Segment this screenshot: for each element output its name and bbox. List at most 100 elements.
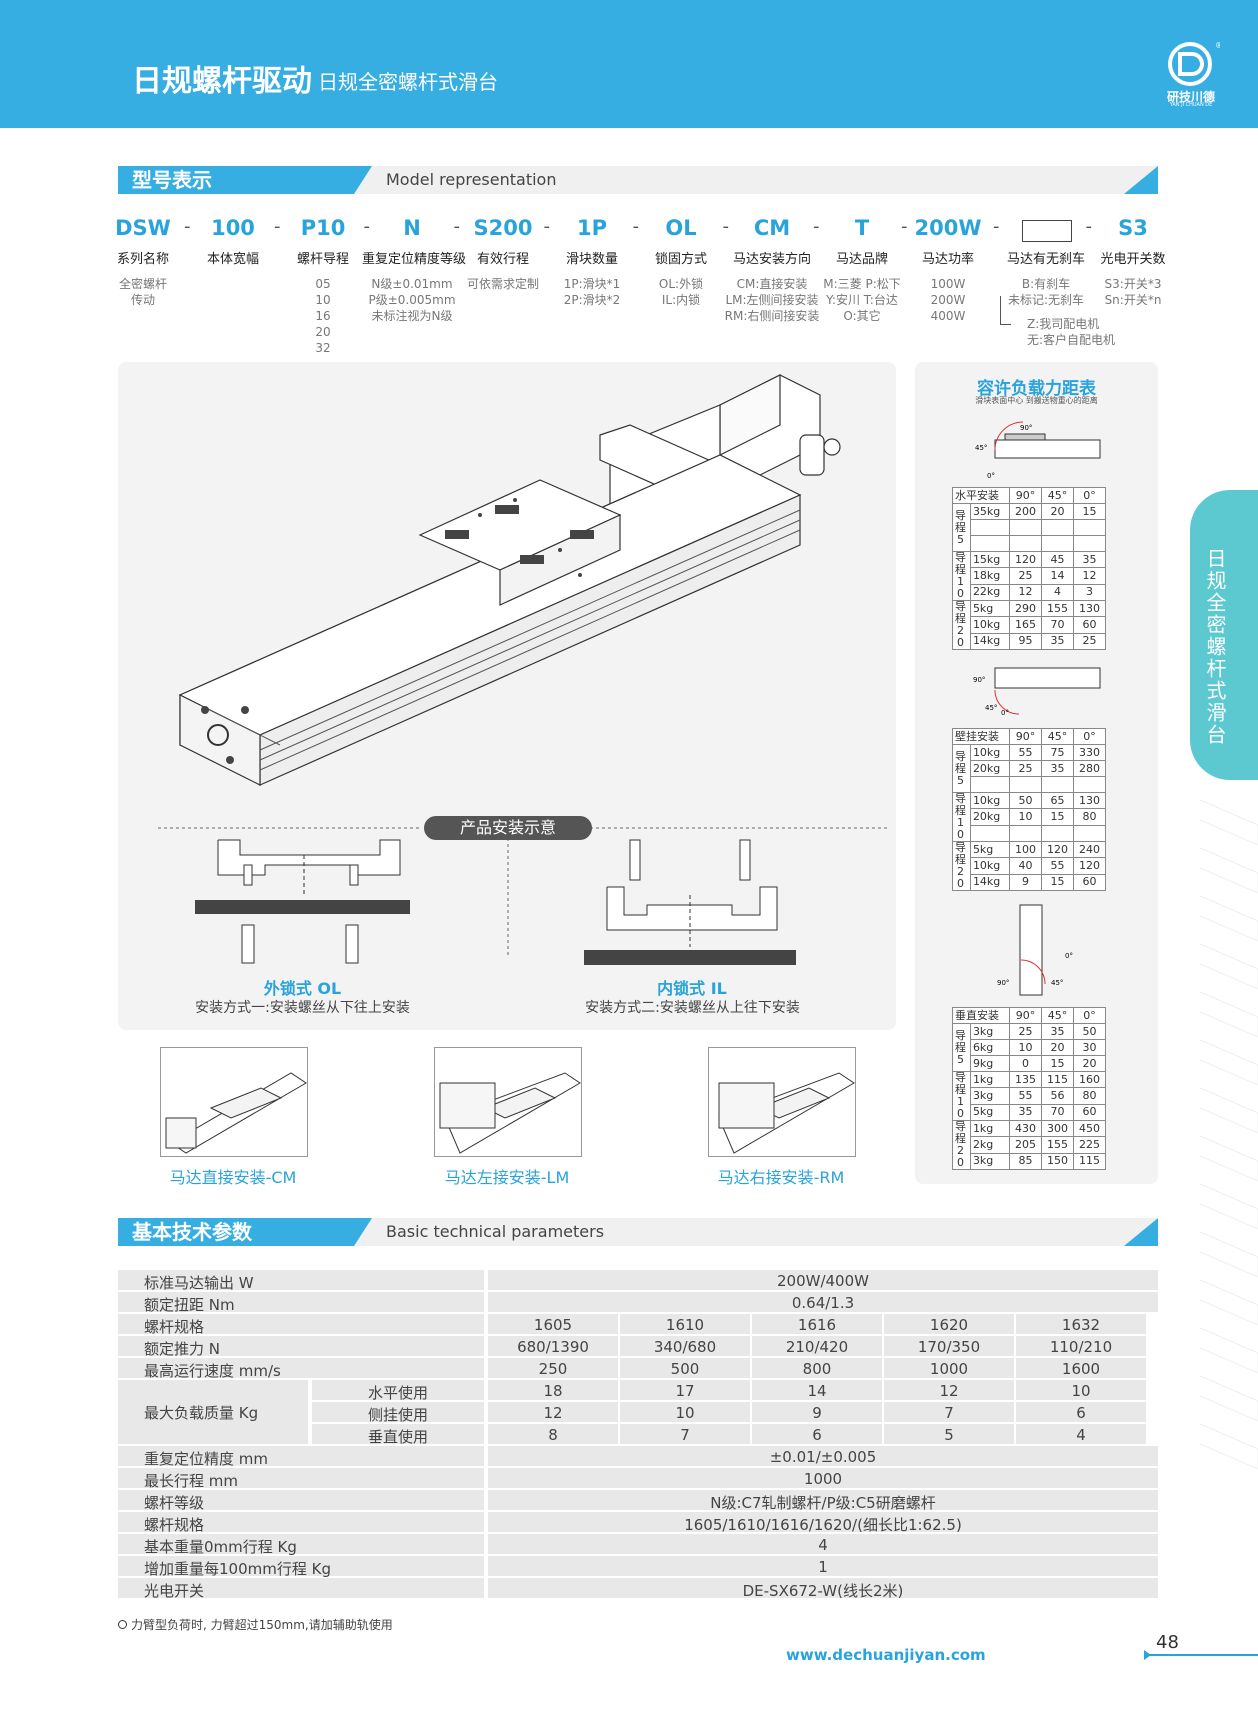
tech-sub-label-cell: [312, 1424, 484, 1444]
angle-0-label: 0°: [1065, 952, 1073, 960]
tech-row-value: 210/420: [785, 1338, 849, 1356]
motor-mount-drawing: [718, 1072, 855, 1154]
table-cell: 430: [1009, 1119, 1042, 1138]
lead-label: 导程20: [952, 600, 971, 650]
model-code-label: 马达有无刹车: [1006, 252, 1085, 267]
model-code-option: 10: [315, 293, 331, 307]
model-code-option: S3:开关*3: [1104, 277, 1162, 291]
code-box-empty: [1022, 220, 1072, 242]
tech-row-value: 1: [818, 1558, 828, 1576]
motor-mount-drawing: [165, 1072, 307, 1154]
page-title: 日规螺杆驱动: [132, 64, 312, 99]
lead-label: 导程5: [952, 503, 971, 552]
lead-label: 导程5: [952, 1023, 971, 1072]
angle-90-label: 90°: [973, 676, 985, 684]
tech-sub-label-cell: [312, 1402, 484, 1422]
table-cell: 95: [1009, 632, 1042, 651]
table-cell: 12: [1009, 583, 1042, 602]
table-cell: [1041, 519, 1074, 536]
table-cell: [1009, 824, 1042, 843]
tech-value-cell: [620, 1380, 750, 1400]
table-header-cell: 90°: [1009, 1007, 1042, 1024]
page-subtitle: 日规全密螺杆式滑台: [318, 70, 498, 94]
tech-value-cell: [488, 1578, 1158, 1598]
tech-label-cell: [118, 1534, 484, 1554]
angle-45-label: 45°: [1051, 979, 1063, 987]
model-code-label: 马达功率: [921, 252, 974, 267]
angle-90-label: 90°: [997, 979, 1009, 987]
model-code-option: Y:安川 T:台达: [826, 293, 898, 307]
model-code-option: O:其它: [843, 309, 881, 323]
table-cell: 135: [1009, 1070, 1042, 1089]
tech-row-value: 6: [1076, 1404, 1086, 1422]
table-cell: 115: [1041, 1070, 1074, 1089]
il-title: 内锁式 IL: [657, 979, 727, 998]
table-cell: 2kg: [969, 1136, 1011, 1154]
code-separator: -: [453, 216, 461, 237]
model-section-title: 型号表示: [118, 166, 372, 194]
tech-row-value: 4: [818, 1536, 828, 1554]
model-code-option: Sn:开关*n: [1104, 293, 1162, 307]
motor-mount-caption: 马达右接安装-RM: [717, 1168, 845, 1187]
table-cell: 5kg: [969, 840, 1011, 859]
table-cell: 6kg: [969, 1039, 1011, 1056]
tech-value-cell: [1016, 1358, 1146, 1378]
table-cell: 14kg: [969, 873, 1011, 892]
tech-row-label: 螺杆规格: [144, 1516, 205, 1534]
model-code-option: 全密螺杆: [118, 277, 167, 291]
tech-value-cell: [752, 1314, 882, 1334]
table-cell: 35: [1041, 632, 1074, 651]
tech-value-cell: [620, 1402, 750, 1422]
table-cell: 70: [1041, 1103, 1074, 1122]
tech-row-label: 光电开关: [144, 1582, 205, 1600]
tech-row-value: 4: [1076, 1426, 1086, 1444]
tech-label-cell: [118, 1468, 484, 1488]
table-cell: 60: [1073, 616, 1106, 634]
tech-label-cell: [118, 1358, 484, 1378]
tech-sub-label-cell: [312, 1380, 484, 1400]
motor-note-bracket: [1000, 296, 1011, 325]
table-header-cell: 45°: [1041, 728, 1074, 745]
angle-45-label: 45°: [975, 444, 987, 452]
tech-section-title-en: Basic technical parameters: [386, 1222, 605, 1241]
page-number: 48: [1156, 1632, 1179, 1653]
tech-row-value: 1605/1610/1616/1620/(细长比1:62.5): [684, 1516, 962, 1534]
tech-row-value: 6: [812, 1426, 822, 1444]
tech-label-cell: [118, 1336, 484, 1356]
tech-value-cell: [1016, 1314, 1146, 1334]
tech-row-value: 1620: [929, 1316, 969, 1334]
table-cell: 10: [1009, 808, 1042, 826]
table-cell: 75: [1041, 744, 1074, 761]
table-cell: 10kg: [969, 744, 1011, 761]
footer-url[interactable]: www.dechuanjiyan.com: [786, 1646, 986, 1664]
table-cell: 160: [1073, 1070, 1106, 1089]
tech-sub-label: 侧挂使用: [367, 1406, 428, 1424]
slide-table-drawing: [178, 374, 841, 786]
model-code-option: 20: [315, 325, 331, 339]
lead-label: 导程10: [952, 551, 971, 601]
code-separator: -: [543, 216, 551, 237]
tech-label-cell: [118, 1490, 484, 1510]
model-code-label: 螺杆导程: [296, 252, 349, 267]
tech-row-value: 1000: [803, 1470, 843, 1488]
tech-row-value: 10: [1071, 1382, 1091, 1400]
footer-arrow-icon: [1144, 1650, 1151, 1660]
tech-row-label: 增加重量每100mm行程 Kg: [144, 1560, 331, 1578]
il-desc: 安装方式二:安装螺丝从上往下安装: [585, 1000, 800, 1016]
motor-mount-thumb: [434, 1047, 582, 1157]
tech-row: 重复定位精度 mm±0.01/±0.005: [118, 1446, 1158, 1468]
table-cell: [1073, 776, 1106, 793]
side-stripes: [1200, 800, 1258, 1470]
table-cell: 1kg: [969, 1070, 1011, 1089]
model-code-option: B:有刹车: [1021, 277, 1071, 291]
table-cell: 20kg: [969, 760, 1011, 777]
footnote: 力臂型负荷时, 力臂超过150mm,请加辅助轨使用: [118, 1616, 393, 1633]
table-header-cell: 0°: [1073, 728, 1106, 745]
tech-value-cell: [620, 1424, 750, 1444]
table-cell: 45: [1041, 550, 1074, 569]
lead-label: 导程10: [952, 792, 971, 842]
tech-row: 增加重量每100mm行程 Kg 1: [118, 1556, 1158, 1578]
tech-value-cell: [620, 1358, 750, 1378]
